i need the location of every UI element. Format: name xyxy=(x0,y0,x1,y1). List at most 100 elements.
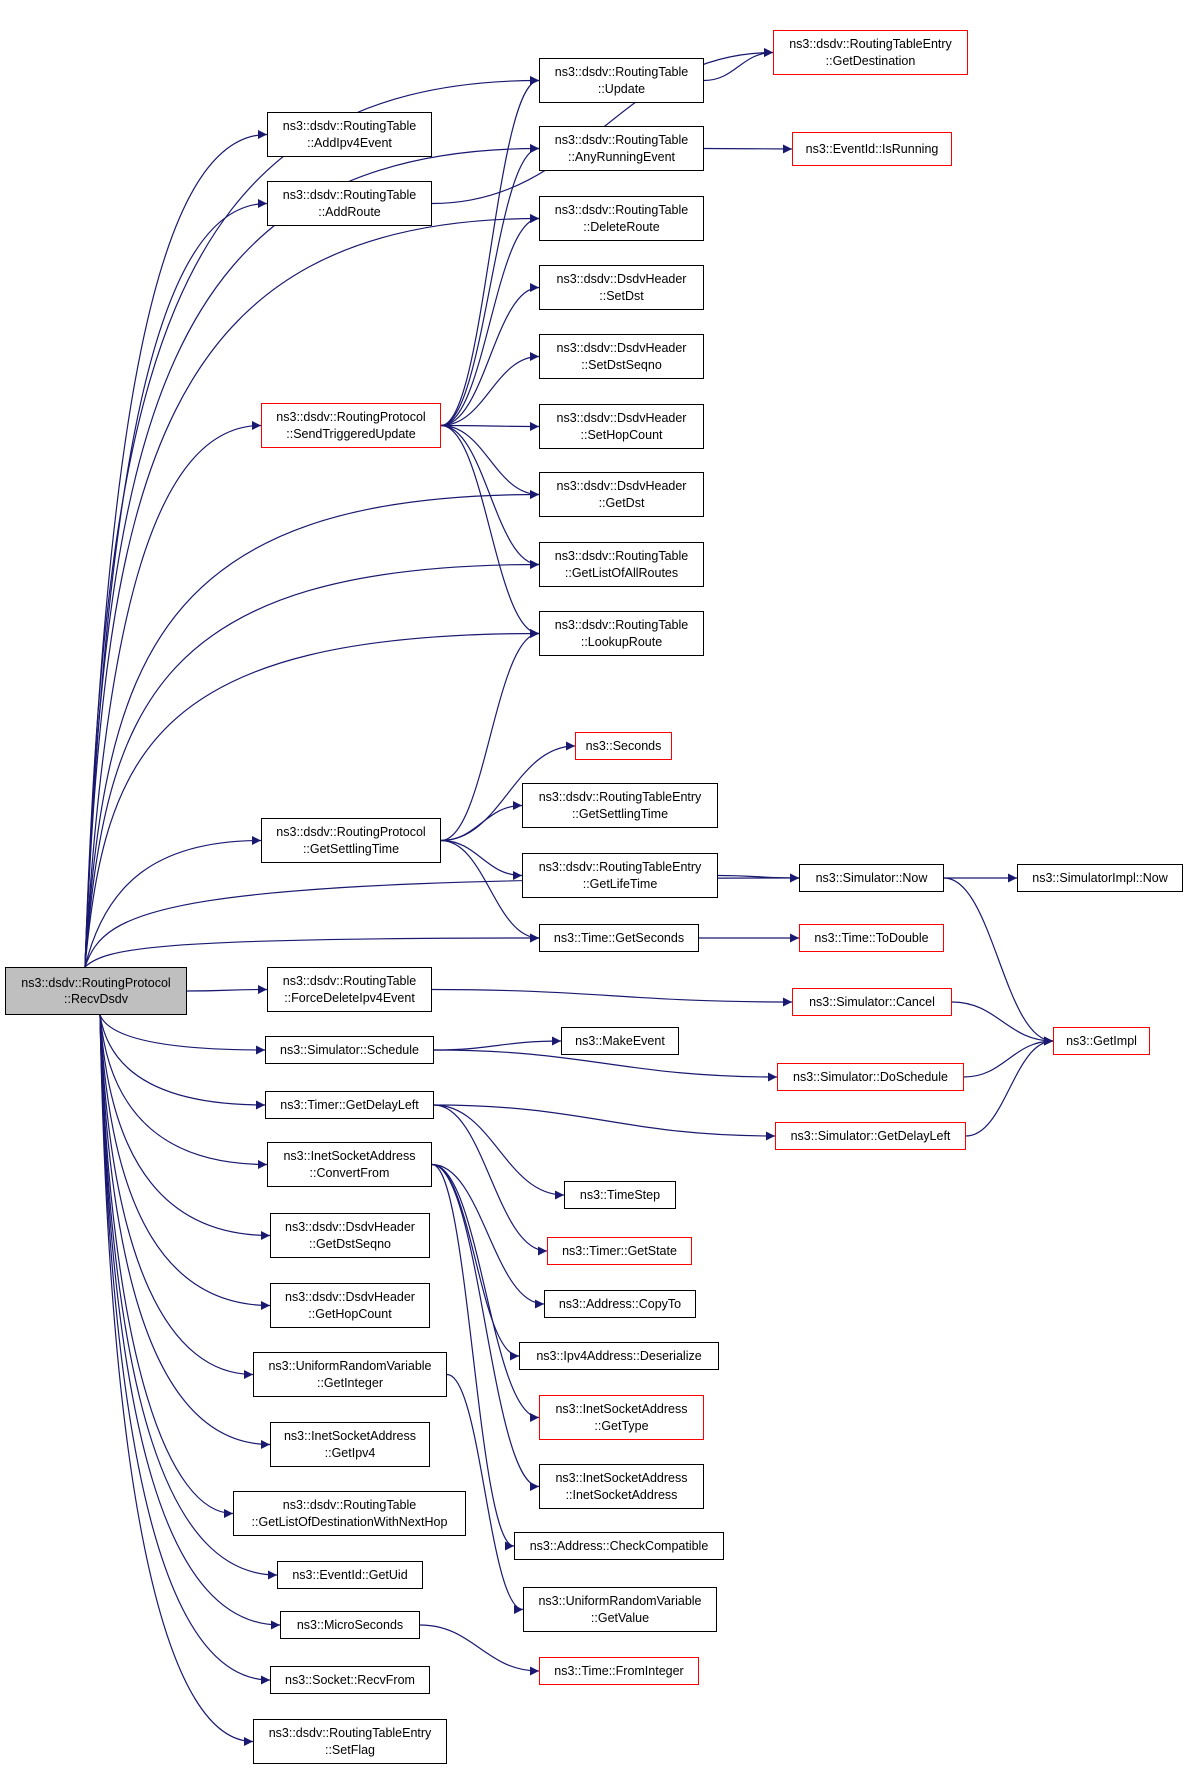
function-node-send-triggered-update[interactable]: ns3::dsdv::RoutingProtocol::SendTriggere… xyxy=(261,403,441,448)
function-node-is-running[interactable]: ns3::EventId::IsRunning xyxy=(792,132,952,166)
function-name-line: ::GetListOfAllRoutes xyxy=(564,565,679,580)
function-node-lookup-route[interactable]: ns3::dsdv::RoutingTable::LookupRoute xyxy=(539,611,704,656)
function-node-deserialize[interactable]: ns3::Ipv4Address::Deserialize xyxy=(519,1342,719,1370)
function-node-get-ipv4[interactable]: ns3::InetSocketAddress::GetIpv4 xyxy=(270,1422,430,1467)
function-node-timer-get-delay-left[interactable]: ns3::Timer::GetDelayLeft xyxy=(265,1091,434,1119)
call-edge-SendTriggeredUpdate-to-GetDst xyxy=(440,424,540,499)
function-name-line: ns3::UniformRandomVariable xyxy=(538,1594,702,1608)
function-node-get-value[interactable]: ns3::UniformRandomVariable::GetValue xyxy=(523,1587,717,1632)
function-name-line: ns3::dsdv::DsdvHeader xyxy=(285,1220,415,1234)
function-node-check-compatible[interactable]: ns3::Address::CheckCompatible xyxy=(514,1532,724,1560)
function-name-line: ns3::dsdv::RoutingTable xyxy=(554,203,689,217)
function-node-get-life-time[interactable]: ns3::dsdv::RoutingTableEntry::GetLifeTim… xyxy=(522,853,718,898)
function-name-line: ::GetIpv4 xyxy=(324,1445,376,1460)
function-node-get-type[interactable]: ns3::InetSocketAddress::GetType xyxy=(539,1395,704,1440)
function-node-get-dst[interactable]: ns3::dsdv::DsdvHeader::GetDst xyxy=(539,472,704,517)
call-edge-TimerGetDelayLeft-to-SimGetDelayLeft xyxy=(433,1104,776,1141)
call-edge-MicroSeconds-to-FromInteger xyxy=(419,1624,540,1676)
function-name-line: ns3::dsdv::DsdvHeader xyxy=(556,341,687,355)
function-node-get-impl[interactable]: ns3::GetImpl xyxy=(1053,1027,1150,1055)
function-node-get-list-of-all-routes[interactable]: ns3::dsdv::RoutingTable::GetListOfAllRou… xyxy=(539,542,704,587)
call-edge-root-to-ForceDeleteIpv4Event xyxy=(186,985,268,995)
function-node-get-settling-time-rte[interactable]: ns3::dsdv::RoutingTableEntry::GetSettlin… xyxy=(522,783,718,828)
function-node-set-dst[interactable]: ns3::dsdv::DsdvHeader::SetDst xyxy=(539,265,704,310)
function-node-get-hop-count[interactable]: ns3::dsdv::DsdvHeader::GetHopCount xyxy=(270,1283,430,1328)
function-name-line: ns3::Time::ToDouble xyxy=(814,930,929,945)
function-node-schedule[interactable]: ns3::Simulator::Schedule xyxy=(265,1036,434,1064)
call-edge-SendTriggeredUpdate-to-SetHopCount xyxy=(440,421,540,431)
function-name-line: ns3::MakeEvent xyxy=(575,1033,665,1048)
function-node-cancel[interactable]: ns3::Simulator::Cancel xyxy=(792,988,952,1016)
call-edge-Schedule-to-MakeEvent xyxy=(433,1036,562,1051)
function-name-line: ns3::dsdv::RoutingTable xyxy=(282,1498,417,1512)
call-edge-ConvertFrom-to-CopyTo xyxy=(431,1163,545,1309)
function-name-line: ns3::dsdv::RoutingProtocol xyxy=(276,410,426,424)
function-node-simulator-impl-now[interactable]: ns3::SimulatorImpl::Now xyxy=(1017,864,1183,892)
function-name-line: ns3::Simulator::Schedule xyxy=(280,1042,419,1057)
function-node-get-seconds[interactable]: ns3::Time::GetSeconds xyxy=(539,924,699,952)
function-node-get-settling-time-rp[interactable]: ns3::dsdv::RoutingProtocol::GetSettlingT… xyxy=(261,818,441,863)
function-name-line: ns3::dsdv::DsdvHeader xyxy=(556,479,687,493)
function-node-time-step[interactable]: ns3::TimeStep xyxy=(564,1181,676,1209)
call-edge-root-to-GetUid xyxy=(99,1014,278,1580)
function-node-get-dst-seqno[interactable]: ns3::dsdv::DsdvHeader::GetDstSeqno xyxy=(270,1213,430,1258)
function-name-line: ns3::InetSocketAddress xyxy=(283,1429,417,1443)
call-edge-root-to-AddIpv4Event xyxy=(84,130,268,968)
function-name-line: ns3::dsdv::DsdvHeader xyxy=(556,411,687,425)
function-name-line: ::AddIpv4Event xyxy=(307,135,392,150)
function-node-update[interactable]: ns3::dsdv::RoutingTable::Update xyxy=(539,58,704,103)
call-edge-AnyRunningEvent-to-IsRunning xyxy=(703,144,793,154)
function-name-line: ::SetFlag xyxy=(324,1742,376,1757)
function-name-line: ns3::Socket::RecvFrom xyxy=(285,1672,415,1687)
function-name-line: ::GetDestination xyxy=(825,53,916,68)
function-node-make-event[interactable]: ns3::MakeEvent xyxy=(561,1027,679,1055)
function-node-convert-from[interactable]: ns3::InetSocketAddress::ConvertFrom xyxy=(267,1142,432,1187)
function-node-from-integer[interactable]: ns3::Time::FromInteger xyxy=(539,1657,699,1685)
function-node-inet-socket-address-ctor[interactable]: ns3::InetSocketAddress::InetSocketAddres… xyxy=(539,1464,704,1509)
function-node-get-list-of-destination-with-next-hop[interactable]: ns3::dsdv::RoutingTable::GetListOfDestin… xyxy=(233,1491,466,1536)
function-node-add-ipv4-event[interactable]: ns3::dsdv::RoutingTable::AddIpv4Event xyxy=(267,112,432,157)
function-node-sim-get-delay-left[interactable]: ns3::Simulator::GetDelayLeft xyxy=(775,1122,966,1150)
function-node-set-flag[interactable]: ns3::dsdv::RoutingTableEntry::SetFlag xyxy=(253,1719,447,1764)
call-edge-TimerGetDelayLeft-to-TimeStep xyxy=(433,1104,565,1200)
function-node-do-schedule[interactable]: ns3::Simulator::DoSchedule xyxy=(777,1063,964,1091)
call-edge-SendTriggeredUpdate-to-DeleteRoute xyxy=(440,214,540,427)
function-node-set-hop-count[interactable]: ns3::dsdv::DsdvHeader::SetHopCount xyxy=(539,404,704,449)
function-name-line: ::ForceDeleteIpv4Event xyxy=(284,990,415,1005)
call-edge-root-to-RecvFrom xyxy=(99,1014,271,1685)
function-name-line: ::Update xyxy=(597,81,646,96)
call-edge-root-to-GetIpv4 xyxy=(99,1014,271,1449)
function-name-line: ns3::TimeStep xyxy=(579,1187,661,1202)
function-node-set-dst-seqno[interactable]: ns3::dsdv::DsdvHeader::SetDstSeqno xyxy=(539,334,704,379)
call-edge-TimerGetDelayLeft-to-TimerGetState xyxy=(433,1104,548,1256)
call-edge-root-to-Update xyxy=(84,76,540,968)
function-node-force-delete-ipv4-event[interactable]: ns3::dsdv::RoutingTable::ForceDeleteIpv4… xyxy=(267,967,432,1012)
function-node-seconds[interactable]: ns3::Seconds xyxy=(575,732,672,760)
function-name-line: ::SetHopCount xyxy=(580,427,663,442)
function-name-line: ns3::InetSocketAddress xyxy=(283,1149,416,1163)
function-node-get-uid[interactable]: ns3::EventId::GetUid xyxy=(277,1561,423,1589)
function-node-copy-to[interactable]: ns3::Address::CopyTo xyxy=(544,1290,696,1318)
function-name-line: ns3::Address::CopyTo xyxy=(558,1296,682,1311)
call-edge-DoSchedule-to-GetImpl xyxy=(963,1036,1054,1078)
function-name-line: ::ConvertFrom xyxy=(309,1165,390,1180)
function-node-simulator-now[interactable]: ns3::Simulator::Now xyxy=(799,864,944,892)
call-edge-SimulatorNow-to-GetImpl xyxy=(943,877,1054,1046)
function-name-line: ::SendTriggeredUpdate xyxy=(286,426,416,441)
function-node-get-integer[interactable]: ns3::UniformRandomVariable::GetInteger xyxy=(253,1352,447,1397)
call-edge-root-to-MicroSeconds xyxy=(99,1014,281,1630)
function-node-get-destination[interactable]: ns3::dsdv::RoutingTableEntry::GetDestina… xyxy=(773,30,968,75)
function-node-timer-get-state[interactable]: ns3::Timer::GetState xyxy=(547,1237,692,1265)
function-node-recv-from[interactable]: ns3::Socket::RecvFrom xyxy=(270,1666,430,1694)
function-node-delete-route[interactable]: ns3::dsdv::RoutingTable::DeleteRoute xyxy=(539,196,704,241)
function-name-line: ::SetDstSeqno xyxy=(581,357,662,372)
function-node-add-route[interactable]: ns3::dsdv::RoutingTable::AddRoute xyxy=(267,181,432,226)
function-node-any-running-event[interactable]: ns3::dsdv::RoutingTable::AnyRunningEvent xyxy=(539,126,704,171)
function-name-line: ns3::Simulator::Cancel xyxy=(809,994,935,1009)
function-name-line: ::GetInteger xyxy=(316,1375,383,1390)
call-edge-root-to-AddRoute xyxy=(84,199,268,968)
function-node-to-double[interactable]: ns3::Time::ToDouble xyxy=(799,924,944,952)
function-name-line: ::AddRoute xyxy=(318,204,381,219)
function-name-line: ns3::Time::FromInteger xyxy=(554,1663,684,1678)
function-node-micro-seconds[interactable]: ns3::MicroSeconds xyxy=(280,1611,420,1639)
